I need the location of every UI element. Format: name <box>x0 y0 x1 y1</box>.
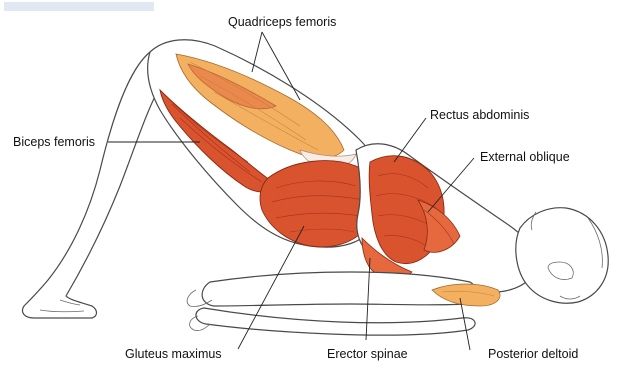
label-rectus-abdominis: Rectus abdominis <box>430 108 529 122</box>
label-external-oblique: External oblique <box>480 150 570 164</box>
label-posterior-deltoid: Posterior deltoid <box>488 347 578 361</box>
label-gluteus-maximus: Gluteus maximus <box>125 347 222 361</box>
label-biceps-femoris: Biceps femoris <box>13 135 95 149</box>
head-figure <box>516 208 608 304</box>
label-quadriceps-femoris: Quadriceps femoris <box>228 15 336 29</box>
cropped-header-fragment <box>4 2 154 11</box>
arm-figure <box>187 272 478 335</box>
lower-leg-figure <box>22 52 162 318</box>
label-erector-spinae: Erector spinae <box>327 347 408 361</box>
